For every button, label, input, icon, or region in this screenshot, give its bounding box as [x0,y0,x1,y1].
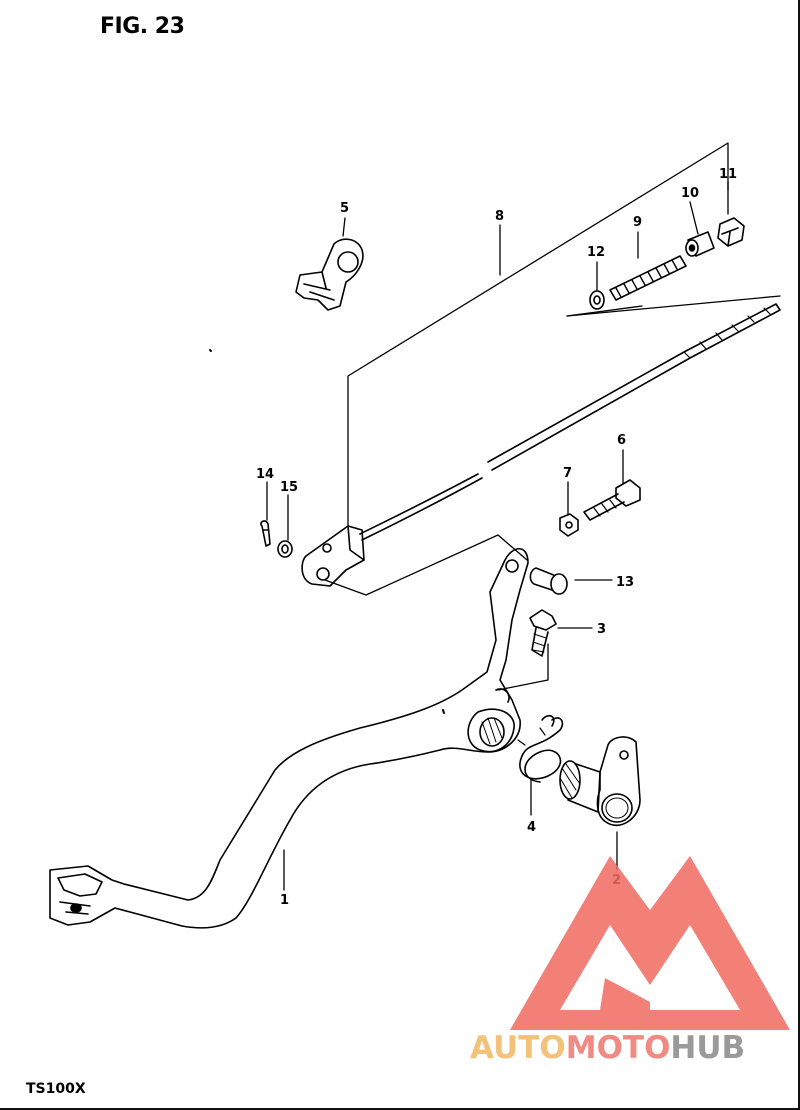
return-spring-part [517,714,564,783]
callout-13: 13 [616,575,634,590]
joint-part [685,231,715,257]
watermark-auto: AUTO [470,1030,566,1066]
brake-pedal-part [49,547,529,929]
cotter-pin-part [260,520,271,547]
callout-labels: 1 2 3 4 5 6 7 8 9 10 11 12 13 14 15 [256,167,737,908]
adjuster-nut-part [717,217,745,247]
bolt-6-part [583,479,641,521]
callout-9: 9 [633,215,642,230]
callout-15: 15 [280,480,298,495]
callout-12: 12 [587,245,605,260]
watermark-logo-mark [510,856,790,1030]
watermark-text: AUTOMOTOHUB [470,1030,795,1066]
callout-11: 11 [719,167,737,182]
callout-1: 1 [280,893,289,908]
callout-3: 3 [597,622,606,637]
watermark-logo [510,856,790,1030]
washer-15-part [277,540,293,558]
rod-spring-part [609,255,687,301]
model-label: TS100X [26,1081,86,1097]
figure-title: FIG. 23 [100,14,185,39]
callout-7: 7 [563,466,572,481]
clevis-pin-part [529,567,568,595]
watermark-moto: MOTO [565,1030,671,1066]
watermark-hub: HUB [670,1030,746,1066]
callout-5: 5 [340,201,349,216]
bolt-part [529,609,557,657]
callout-6: 6 [617,433,626,448]
brake-rod-part [301,303,781,587]
washer-part [589,290,605,310]
callout-8: 8 [495,209,504,224]
bracket-plate-part [295,238,364,311]
callout-10: 10 [681,186,699,201]
callout-4: 4 [527,820,536,835]
callout-14: 14 [256,467,274,482]
shaft-lever-part [559,736,641,827]
leader-lines [209,142,781,891]
nut-part [559,513,579,537]
